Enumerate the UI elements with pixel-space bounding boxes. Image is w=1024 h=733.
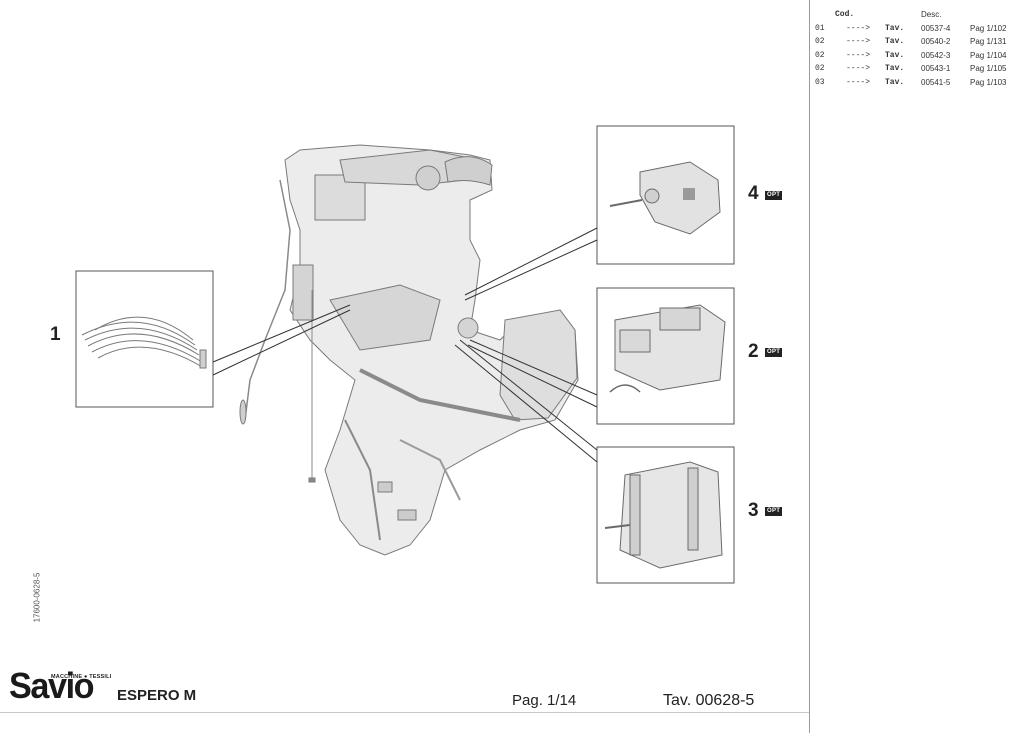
row-index: 03 (815, 77, 825, 87)
row-arrow: ----> (846, 64, 871, 73)
table-number: Tav. 00628-5 (663, 692, 755, 709)
row-page: Pag 1/102 (970, 23, 1007, 33)
row-tav: Tav. (885, 37, 905, 46)
row-code: 00543-1 (921, 64, 951, 73)
logo-subtitle: MACCHINE ● TESSILI (51, 674, 112, 680)
side-document-code: 17600-0628-5 (32, 572, 42, 623)
row-arrow: ----> (846, 23, 871, 33)
row-code: 00540-2 (921, 37, 951, 46)
opt-badge-4: OPT (765, 191, 783, 200)
callout-2: 2 (748, 341, 759, 362)
row-tav: Tav. (885, 64, 905, 73)
row-page: Pag 1/103 (970, 77, 1007, 87)
row-index: 01 (815, 23, 825, 33)
detail-box-2 (596, 287, 735, 425)
callout-4: 4 (748, 183, 759, 204)
opt-badge-3: OPT (765, 507, 783, 516)
row-page: Pag 1/131 (970, 37, 1007, 46)
model-name: ESPERO M (117, 687, 197, 704)
row-arrow: ----> (846, 50, 871, 60)
callout-3: 3 (748, 500, 759, 521)
row-index: 02 (815, 37, 825, 46)
detail-box-1 (75, 270, 214, 408)
row-arrow: ----> (846, 37, 871, 46)
row-arrow: ----> (846, 77, 871, 87)
callout-1: 1 (50, 324, 61, 345)
row-code: 00541-5 (921, 77, 951, 87)
detail-box-3 (596, 446, 735, 584)
row-index: 02 (815, 50, 825, 60)
row-code: 00542-3 (921, 50, 951, 60)
row-page: Pag 1/105 (970, 64, 1007, 73)
detail-box-4 (596, 125, 735, 265)
row-tav: Tav. (885, 23, 905, 33)
row-tav: Tav. (885, 50, 905, 60)
opt-badge-2: OPT (765, 348, 783, 357)
row-index: 02 (815, 64, 825, 73)
row-tav: Tav. (885, 77, 905, 87)
row-code: 00537-4 (921, 23, 951, 33)
header-desc: Desc. (921, 10, 942, 19)
savio-logo: Savio (9, 665, 95, 706)
vertical-divider (809, 0, 810, 733)
row-page: Pag 1/104 (970, 50, 1007, 60)
header-cod: Cod. (835, 10, 855, 19)
page-number: Pag. 1/14 (512, 692, 577, 709)
footer-rule (0, 712, 809, 713)
leader-lines (212, 227, 598, 463)
main-assembly-illustration (239, 144, 579, 556)
